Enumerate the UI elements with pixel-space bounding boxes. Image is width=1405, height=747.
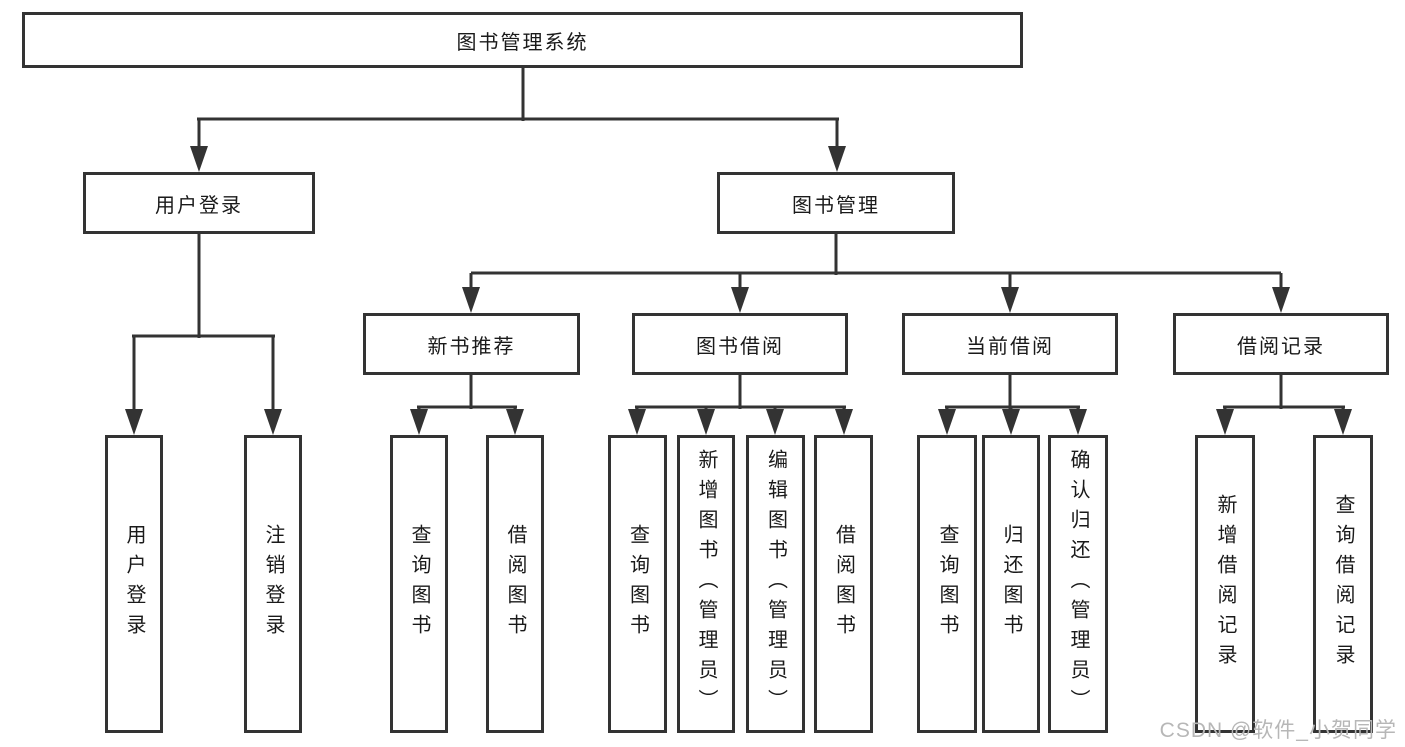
node-add-borrow-record: 新增借阅记录 [1195,435,1255,733]
node-query-books-recommend: 查询图书 [390,435,448,733]
arrowhead-icon [1002,409,1020,435]
node-label-query-borrow-record: 查询借阅记录 [1332,494,1354,674]
node-label-borrow-books-borrowing: 借阅图书 [832,524,855,644]
node-query-books-current: 查询图书 [917,435,977,733]
node-current-borrowing: 当前借阅 [902,313,1118,375]
node-label-system: 图书管理系统 [456,31,589,54]
node-label-user-login-leaf: 用户登录 [123,524,145,644]
node-borrowing-records: 借阅记录 [1173,313,1389,375]
node-label-logout: 注销登录 [262,524,284,644]
node-label-return-books: 归还图书 [1000,524,1022,644]
arrowhead-icon [938,409,956,435]
arrowhead-icon [506,409,524,435]
node-label-edit-books-admin: 编辑图书（管理员） [764,449,787,719]
arrowhead-icon [628,409,646,435]
node-book-borrowing: 图书借阅 [632,313,848,375]
node-label-confirm-return-admin: 确认归还（管理员） [1067,449,1089,719]
watermark-text: CSDN @软件_小贺同学 [1159,719,1397,742]
arrowhead-icon [462,287,480,313]
node-borrow-books-borrowing: 借阅图书 [814,435,873,733]
arrowhead-icon [125,409,143,435]
node-query-books-borrowing: 查询图书 [608,435,667,733]
node-book-management: 图书管理 [717,172,955,234]
arrowhead-icon [835,409,853,435]
node-label-query-books-borrowing: 查询图书 [626,524,649,644]
node-label-add-borrow-record: 新增借阅记录 [1214,494,1236,674]
node-label-book-borrowing: 图书借阅 [696,335,784,358]
arrowhead-icon [1216,409,1234,435]
node-return-books: 归还图书 [982,435,1040,733]
arrowhead-icon [1272,287,1290,313]
node-system: 图书管理系统 [22,12,1023,68]
arrowhead-icon [410,409,428,435]
node-label-user-login: 用户登录 [155,194,243,217]
node-borrow-books-recommend: 借阅图书 [486,435,544,733]
arrowhead-icon [828,146,846,172]
node-label-book-management: 图书管理 [792,194,880,217]
node-label-query-books-recommend: 查询图书 [408,524,430,644]
node-new-book-recommend: 新书推荐 [363,313,580,375]
arrowhead-icon [264,409,282,435]
node-label-current-borrowing: 当前借阅 [966,335,1054,358]
node-edit-books-admin: 编辑图书（管理员） [746,435,805,733]
arrowhead-icon [766,409,784,435]
node-label-new-book-recommend: 新书推荐 [427,335,516,358]
arrowhead-icon [731,287,749,313]
arrowhead-icon [697,409,715,435]
node-user-login-leaf: 用户登录 [105,435,163,733]
node-logout: 注销登录 [244,435,302,733]
node-label-add-books-admin: 新增图书（管理员） [695,449,717,719]
node-confirm-return-admin: 确认归还（管理员） [1048,435,1108,733]
arrowhead-icon [1001,287,1019,313]
arrowhead-icon [1069,409,1087,435]
node-add-books-admin: 新增图书（管理员） [677,435,735,733]
arrowhead-icon [1334,409,1352,435]
node-label-borrowing-records: 借阅记录 [1237,335,1325,358]
node-user-login: 用户登录 [83,172,315,234]
node-label-borrow-books-recommend: 借阅图书 [504,524,526,644]
node-label-query-books-current: 查询图书 [936,524,958,644]
node-query-borrow-record: 查询借阅记录 [1313,435,1373,733]
arrowhead-icon [190,146,208,172]
